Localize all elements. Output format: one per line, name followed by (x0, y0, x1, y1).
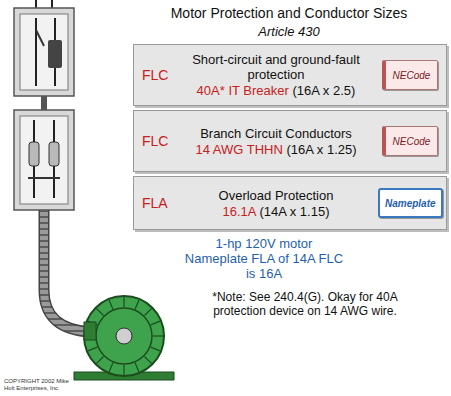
controller-box (14, 110, 74, 210)
rating-basis: FLA (142, 195, 168, 211)
icon-text: NECode (390, 68, 434, 83)
protection-panel: FLC Short-circuit and ground-fault protec… (133, 44, 447, 106)
panel-heading: Short-circuit and ground-fault protectio… (180, 52, 372, 82)
breaker-symbol (48, 40, 62, 68)
conduit (44, 210, 92, 332)
protection-panel: FLA Overload Protection16.1A (14A x 1.15)… (133, 176, 447, 230)
fuse-symbol (29, 142, 39, 166)
rating-basis: FLC (142, 67, 168, 83)
article-ref: Article 430 (130, 24, 448, 39)
formula: (14A x 1.15) (259, 204, 329, 219)
rating-basis: FLC (142, 133, 168, 149)
note: *Note: See 240.4(G). Okay for 40A protec… (190, 290, 420, 318)
value-line: 40A* IT Breaker (16A x 2.5) (180, 83, 372, 98)
title: Motor Protection and Conductor Sizes (130, 5, 448, 21)
code-book-icon: NECode (382, 60, 438, 90)
motor (84, 296, 164, 376)
code-book-icon: NECode (382, 126, 438, 156)
panel-body: Overload Protection16.1A (14A x 1.15) (180, 188, 372, 219)
formula: (16A x 2.5) (293, 83, 356, 98)
copyright: COPYRIGHT 2002 Mike Holt Enterprises, In… (4, 378, 74, 392)
panel-body: Branch Circuit Conductors14 AWG THHN (16… (180, 126, 372, 157)
value-line: 14 AWG THHN (16A x 1.25) (180, 142, 372, 157)
rating-value: 40A* IT Breaker (197, 83, 289, 98)
fuse-symbol (49, 142, 59, 166)
motor-data: 1-hp 120V motor Nameplate FLA of 14A FLC… (184, 236, 344, 281)
protection-panel: FLC Branch Circuit Conductors14 AWG THHN … (133, 110, 447, 172)
rating-value: 14 AWG THHN (195, 142, 282, 157)
formula: (16A x 1.25) (286, 142, 356, 157)
value-line: 16.1A (14A x 1.15) (180, 204, 372, 219)
panel-body: Short-circuit and ground-fault protectio… (180, 52, 372, 98)
rating-value: 16.1A (223, 204, 256, 219)
icon-text: NECode (390, 134, 434, 149)
disconnect-box (14, 8, 74, 96)
icon-text: Nameplate (382, 196, 439, 211)
panel-heading: Overload Protection (180, 188, 372, 203)
nameplate-icon: Nameplate (378, 188, 443, 218)
panel-heading: Branch Circuit Conductors (180, 126, 372, 141)
